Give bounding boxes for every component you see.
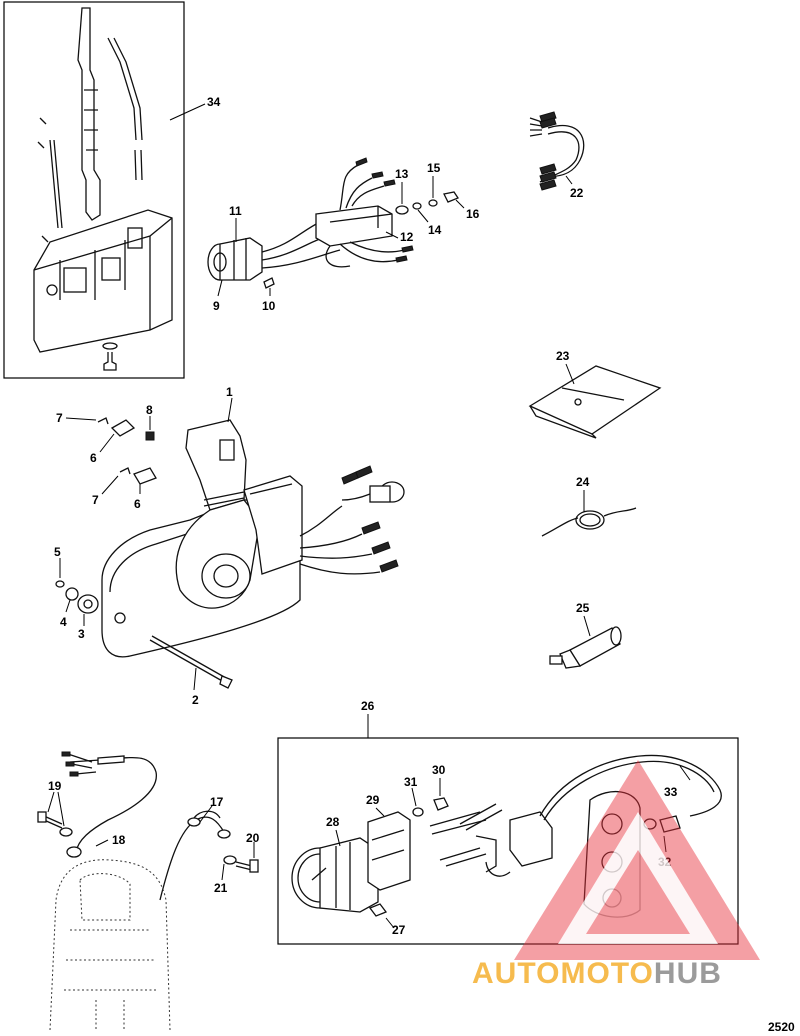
- inset-box-26: [277, 737, 739, 945]
- callout-30: 30: [432, 763, 446, 777]
- callout-17: 17: [210, 795, 224, 809]
- callout-27: 27: [392, 923, 406, 937]
- callout-10: 10: [262, 299, 276, 313]
- part-25-lubricant-tube: [549, 626, 622, 669]
- callout-7: 7: [56, 411, 63, 425]
- watermark-moto: MOTO: [560, 957, 653, 990]
- callout-21: 21: [214, 881, 228, 895]
- watermark-logo: AUTOMOTOHUB: [472, 760, 760, 990]
- callout-24: 24: [576, 475, 590, 489]
- callout-13: 13: [395, 167, 409, 181]
- callout-28: 28: [326, 815, 340, 829]
- callout-29: 29: [366, 793, 380, 807]
- callout-6b: 6: [134, 497, 141, 511]
- callout-34: 34: [207, 95, 221, 109]
- part-24-wire-coil: [541, 507, 637, 537]
- part-17-21-ground-lead: [37, 751, 259, 1031]
- callout-25: 25: [576, 601, 590, 615]
- callout-4: 4: [60, 615, 67, 629]
- callout-2: 2: [192, 693, 199, 707]
- callout-23: 23: [556, 349, 570, 363]
- callout-16: 16: [466, 207, 480, 221]
- callout-18: 18: [112, 833, 126, 847]
- callout-33: 33: [664, 785, 678, 799]
- callout-11: 11: [229, 204, 242, 218]
- part-23-envelope: [528, 365, 662, 439]
- callout-15: 15: [427, 161, 441, 175]
- callout-8: 8: [146, 403, 153, 417]
- callout-5: 5: [54, 545, 61, 559]
- callout-9: 9: [213, 299, 220, 313]
- callout-6: 6: [90, 451, 97, 465]
- watermark-auto: AUTO: [472, 957, 560, 990]
- svg-text:AUTOMOTOHUB: AUTOMOTOHUB: [472, 957, 722, 990]
- part-22-harness-connectors: [529, 111, 585, 191]
- watermark-hub: HUB: [654, 957, 722, 990]
- part-34-housing-assembly: [33, 7, 173, 371]
- callout-14: 14: [428, 223, 442, 237]
- callout-31: 31: [404, 775, 418, 789]
- callout-12: 12: [400, 230, 414, 244]
- callout-1: 1: [226, 385, 233, 399]
- callout-3: 3: [78, 627, 85, 641]
- inset-box-34: [3, 1, 185, 379]
- callout-20: 20: [246, 831, 260, 845]
- part-9-16-key-switch-assembly: [207, 157, 459, 289]
- callout-19: 19: [48, 779, 62, 793]
- callout-22: 22: [570, 186, 584, 200]
- part-1-8-remote-control: [55, 417, 405, 689]
- callout-7b: 7: [92, 493, 99, 507]
- figure-number: 2520: [768, 1020, 795, 1034]
- callout-26: 26: [361, 699, 375, 713]
